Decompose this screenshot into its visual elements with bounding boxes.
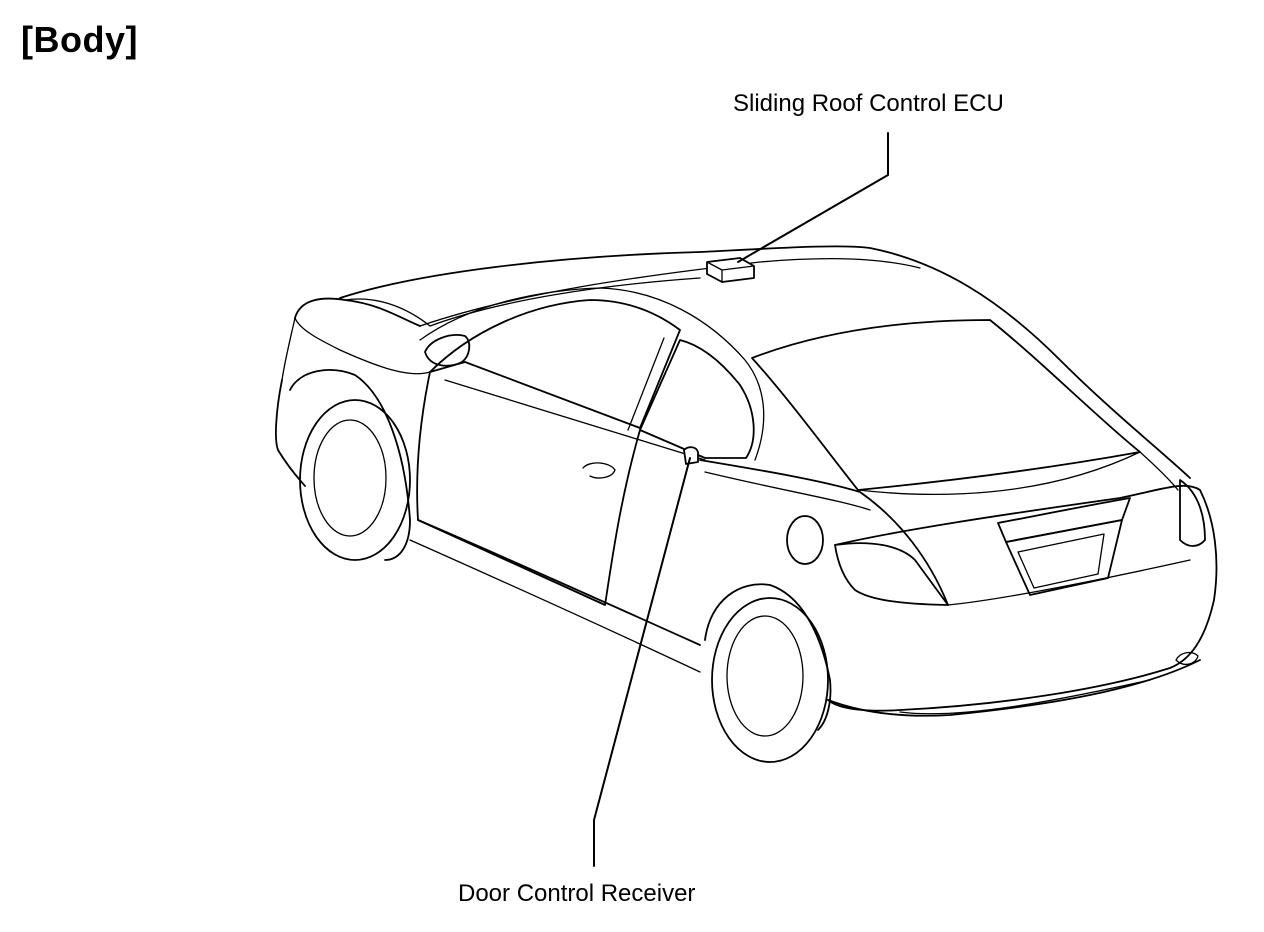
rear-bumper-lower [899,679,1151,715]
rocker-lower [409,539,701,673]
tail-light-right [1179,479,1206,547]
side-mirror [424,334,471,367]
window-pillar [627,337,665,431]
windshield-edge [294,297,421,327]
quarter-crease [704,471,871,511]
sliding-roof-ecu-box [706,257,755,283]
door-outline [416,371,641,606]
rear-rim [726,615,804,737]
callout-door-control-receiver: Door Control Receiver [458,880,696,907]
rear-window [751,319,1141,491]
rear-quarter-window [639,339,755,459]
door-belt-line [444,379,706,461]
leader-door-control-receiver [593,457,691,867]
rear-wheel-arch [704,583,832,731]
front-fender [294,317,431,375]
roof-rail [419,257,921,327]
leader-sliding-roof-ecu [737,132,889,263]
rear-tire [711,597,829,763]
roof-outline [339,245,1191,479]
sliding-roof-ecu-edge [706,261,755,283]
hood-line [281,317,296,381]
rear-quarter [699,459,949,606]
rear-face-inner [947,559,1191,606]
front-body [275,379,306,487]
front-rim [313,419,387,537]
exhaust-tip [1175,651,1199,666]
fuel-door [786,515,824,565]
rear-bumper [827,659,1201,717]
front-wheel-arch [289,369,411,561]
tail-light-left [834,542,949,606]
license-recess [997,497,1131,543]
license-plate-inner [1017,533,1105,589]
door-handle [582,462,616,479]
window-frame-outer [419,287,765,461]
page-title: [Body] [21,19,138,60]
license-plate [1005,519,1123,596]
callout-sliding-roof-control-ecu: Sliding Roof Control ECU [733,90,1004,117]
roof-inner [344,277,701,327]
front-tire [299,399,411,561]
rocker-panel [417,519,701,646]
trunk-lid [857,451,1179,496]
door-control-receiver [683,446,699,465]
rear-face [827,484,1218,712]
side-window [429,299,681,429]
